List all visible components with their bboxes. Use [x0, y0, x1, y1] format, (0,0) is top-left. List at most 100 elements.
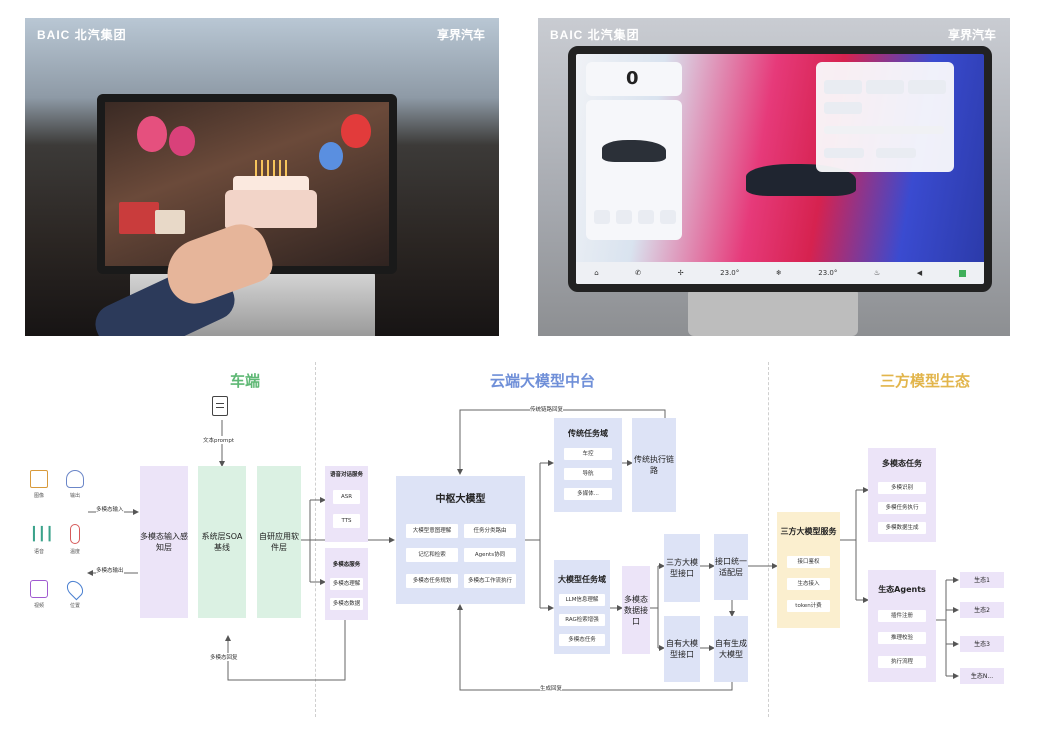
balloon-pink [137, 116, 167, 152]
gift-box [155, 210, 185, 234]
input-flow-label: 多模态输入 [96, 505, 124, 513]
assistant-text [824, 126, 944, 134]
brand-logo-left: BAIC 北汽集团 [550, 28, 640, 42]
shortcut-tile[interactable] [616, 210, 632, 224]
agent-item: 推理校验 [878, 632, 926, 644]
perception-layer-box: 多模态输入感知层 [140, 466, 188, 618]
agent-item: 执行流程 [878, 656, 926, 668]
balloon-red [341, 114, 371, 148]
own-api-box: 自有大模型接口 [664, 616, 700, 682]
center-model-title: 中枢大模型 [435, 494, 486, 505]
shortcut-tile[interactable] [594, 210, 610, 224]
voice-service-box: 语音对话服务 ASR TTS [325, 466, 368, 542]
eco-item: 生态2 [960, 602, 1004, 618]
birthday-cake [225, 160, 317, 228]
phone-icon[interactable]: ✆ [635, 269, 642, 277]
assistant-option[interactable] [824, 80, 862, 94]
llm-item: LLM信息理解 [559, 594, 605, 606]
person-icon [66, 470, 84, 488]
eco-item: 生态1 [960, 572, 1004, 588]
section-title-vehicle: 车端 [230, 372, 261, 390]
assistant-option[interactable] [908, 80, 946, 94]
brand-logo-left: BAIC 北汽集团 [37, 28, 127, 42]
app-icon[interactable] [958, 269, 966, 277]
assistant-action-button[interactable] [824, 148, 864, 158]
task-item: 多模识别 [878, 482, 926, 494]
photo-car-ui-screen: BAIC 北汽集团 享界汽车 0 ⌂ ✆ ✢ 23.0° ❄ [538, 18, 1010, 336]
tts-item: TTS [333, 514, 360, 528]
llm-item: RAG检索增强 [559, 614, 605, 626]
temp-right[interactable]: 23.0° [818, 269, 838, 277]
eco-agents-box: 生态Agents 插件注册 推理校验 执行流程 [868, 570, 936, 682]
eco-item: 生态N... [960, 668, 1004, 684]
volume-icon[interactable]: ◀ [916, 269, 923, 277]
section-divider [768, 362, 769, 717]
section-title-third: 三方模型生态 [880, 372, 971, 390]
ac-icon[interactable]: ❄ [775, 269, 782, 277]
brand-logo-right: 享界汽车 [436, 28, 485, 42]
mm-tasks-title: 多模态任务 [882, 459, 922, 468]
gift-box [119, 202, 159, 234]
section-title-cloud: 云端大模型中台 [490, 372, 596, 390]
asr-item: ASR [333, 490, 360, 504]
shortcut-tile[interactable] [638, 210, 654, 224]
mm-reply-label: 多模态回复 [210, 653, 238, 661]
mm-service-box: 多模态服务 多模态理解 多模态数据 [325, 548, 368, 620]
input-label: 语音 [33, 549, 44, 555]
input-label: 图像 [33, 493, 44, 499]
gen-reply-label: 生成回复 [540, 684, 563, 692]
temp-left[interactable]: 23.0° [720, 269, 740, 277]
third-api-box: 三方大模型接口 [664, 534, 700, 602]
agent-item: 插件注册 [878, 610, 926, 622]
balloon-magenta [169, 126, 195, 156]
assistant-panel[interactable] [816, 62, 954, 172]
task-item: 多模数据生成 [878, 522, 926, 534]
center-item: 记忆和检索 [406, 548, 458, 562]
llm-domain-title: 大模型任务域 [558, 575, 606, 584]
input-label: 温度 [69, 549, 80, 555]
balloon-blue [319, 142, 343, 170]
assistant-option[interactable] [866, 80, 904, 94]
fan-icon[interactable]: ✢ [677, 269, 684, 277]
center-item: 任务分类路由 [464, 524, 516, 538]
mm-api-box: 多模态数据接口 [622, 566, 650, 654]
trad-exec-box: 传统执行链路 [632, 418, 676, 512]
trad-item: 多媒体... [564, 488, 612, 500]
third-service-title: 三方大模型服务 [780, 527, 837, 536]
task-item: 多模任务执行 [878, 502, 926, 514]
llm-domain-box: 大模型任务域 LLM信息理解 RAG检索增强 多模态任务 [554, 560, 610, 654]
video-icon [30, 580, 48, 598]
shortcut-tile[interactable] [660, 210, 676, 224]
app-layer-box: 自研应用软件层 [257, 466, 301, 618]
assistant-action-button[interactable] [876, 148, 916, 158]
document-icon [212, 396, 228, 416]
image-icon [30, 470, 48, 488]
unified-api-box: 接口统一适配层 [714, 534, 748, 600]
display-stand [688, 288, 858, 336]
center-item: Agents协同 [464, 548, 516, 562]
input-label: 位置 [69, 603, 80, 609]
seat-icon[interactable]: ♨ [873, 269, 881, 277]
third-service-box: 三方大模型服务 接口鉴权 生态接入 token计费 [777, 512, 840, 628]
bottom-dock: ⌂ ✆ ✢ 23.0° ❄ 23.0° ♨ ◀ [576, 262, 984, 284]
llm-item: 多模态任务 [559, 634, 605, 646]
input-label: 视频 [33, 603, 44, 609]
speed-value: 0 [626, 68, 639, 89]
vehicle-card[interactable] [586, 100, 682, 240]
third-item: 生态接入 [787, 578, 830, 590]
center-model-box: 中枢大模型 大模型意图理解 任务分类路由 记忆和检索 Agents协同 多模态任… [396, 476, 525, 604]
home-icon[interactable]: ⌂ [594, 269, 599, 277]
brand-logo-right: 享界汽车 [947, 28, 996, 42]
car-image [602, 140, 666, 162]
mm-data-item: 多模态数据 [330, 598, 363, 610]
mm-understand-item: 多模态理解 [330, 578, 363, 590]
trad-reply-label: 传统链路回复 [530, 405, 564, 413]
center-item: 多模态任务规划 [406, 574, 458, 588]
doc-prompt-label: 文本prompt [203, 436, 235, 444]
waveform-icon: ┃┃┃ [30, 527, 54, 542]
assistant-option[interactable] [824, 102, 862, 114]
mm-tasks-box: 多模态任务 多模识别 多模任务执行 多模数据生成 [868, 448, 936, 542]
third-item: 接口鉴权 [787, 556, 830, 568]
eco-agents-title: 生态Agents [878, 585, 926, 594]
